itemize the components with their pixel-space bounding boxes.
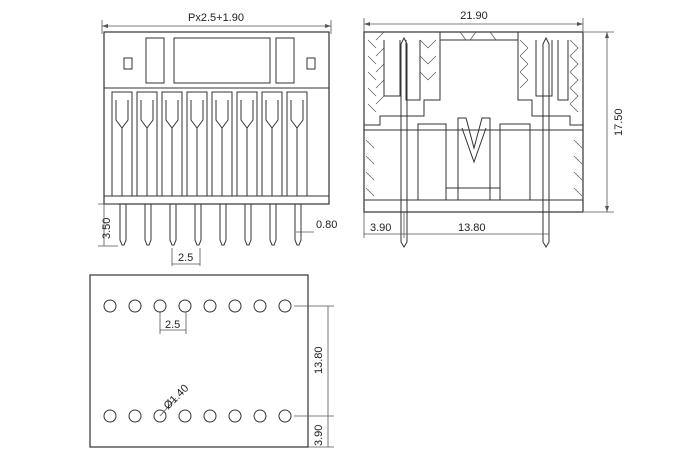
pin-left-outline	[400, 36, 408, 248]
side-width-label: 21.90	[460, 10, 488, 22]
front-contact	[215, 100, 229, 196]
front-pin-channel	[261, 91, 283, 196]
pcb-hole	[228, 299, 242, 313]
arrow-right	[577, 22, 583, 26]
pcb-hole	[128, 409, 142, 423]
front-contact	[265, 100, 279, 196]
side-pin-right	[542, 36, 550, 248]
pcb-edge-offset-label: 3.90	[313, 425, 325, 446]
front-pin-channel	[136, 91, 158, 196]
front-top-slot-left	[145, 37, 165, 84]
front-contact	[165, 100, 179, 196]
top-center-hatching	[459, 31, 497, 41]
front-contact	[190, 100, 204, 196]
right-hatching	[519, 39, 579, 113]
side-center-latch	[417, 117, 531, 200]
latch-tongue-inner	[461, 127, 487, 164]
front-pin	[194, 204, 202, 246]
pcb-hole	[103, 409, 117, 423]
front-latch-left	[123, 57, 133, 70]
latch-cavity-right-wall	[499, 123, 531, 200]
front-pin-channel	[236, 91, 258, 196]
front-pin	[294, 204, 302, 246]
pcb-hole	[103, 299, 117, 313]
front-pin-width-label: 0.80	[316, 219, 337, 231]
front-view: Px2.5+1.90 3.50 0.80 2.5	[98, 12, 337, 266]
front-contact	[240, 100, 254, 196]
side-height-label: 17.50	[613, 108, 625, 136]
front-pin	[144, 204, 152, 246]
right-section-outline	[517, 31, 583, 126]
pcb-hole	[228, 409, 242, 423]
pcb-hole	[128, 299, 142, 313]
side-body-outline	[363, 31, 584, 213]
latch-cavity-left-wall	[417, 123, 447, 200]
pcb-hole-diameter-label: Ø1.40	[162, 382, 192, 412]
front-top-window	[173, 37, 271, 84]
pcb-hole	[203, 409, 217, 423]
pcb-hole	[153, 299, 167, 313]
pcb-hole	[253, 299, 267, 313]
side-view: 21.90 17.50	[363, 10, 625, 248]
pcb-row-spacing-label: 13.80	[313, 346, 325, 374]
side-pin-left	[400, 36, 408, 248]
left-hatching	[367, 31, 437, 113]
side-offset-label: 3.90	[370, 222, 391, 234]
front-pin-channel	[111, 91, 133, 196]
pcb-hole	[178, 409, 192, 423]
front-pitch-label: 2.5	[178, 252, 193, 264]
front-body-outline	[103, 31, 330, 205]
front-pin-channel	[211, 91, 233, 196]
pcb-layout-view: 2.5 Ø1.40 13.80 3.90	[89, 274, 334, 448]
front-width-label: Px2.5+1.90	[188, 12, 244, 24]
front-pin-channels	[111, 91, 308, 196]
pcb-outline	[89, 274, 309, 448]
arrow-down	[605, 206, 609, 212]
front-pin	[269, 204, 277, 246]
front-pin-channel	[286, 91, 308, 196]
left-section-outline	[364, 31, 441, 126]
side-right-section	[517, 31, 583, 126]
right-inner-cavity-2	[557, 40, 569, 101]
left-inner-cavity-2	[405, 40, 421, 101]
left-inner-cavity	[383, 40, 401, 97]
arrow-left	[364, 22, 370, 26]
pcb-pitch-label: 2.5	[165, 319, 180, 331]
front-contact	[115, 100, 129, 196]
front-pin-channel	[186, 91, 208, 196]
front-contact	[290, 100, 304, 196]
arrow-up	[605, 32, 609, 38]
front-pin	[169, 204, 177, 246]
arrow-right	[325, 24, 331, 28]
latch-tongue	[457, 117, 491, 200]
front-pin-channel	[161, 91, 183, 196]
lower-hatching	[365, 139, 583, 197]
front-pins	[119, 204, 302, 246]
side-row-spacing-label: 13.80	[458, 222, 486, 234]
front-pin	[219, 204, 227, 246]
front-pin	[244, 204, 252, 246]
right-inner-cavity	[535, 40, 553, 97]
pcb-hole	[278, 299, 292, 313]
side-left-section	[364, 31, 441, 126]
arrow-left	[102, 24, 108, 28]
front-pin-height-label: 3.50	[101, 218, 113, 239]
front-top-slot-right	[275, 37, 295, 84]
front-pin	[119, 204, 127, 246]
pcb-hole	[278, 409, 292, 423]
pcb-hole	[178, 299, 192, 313]
top-center-cap	[439, 32, 519, 41]
front-contact	[140, 100, 154, 196]
pcb-hole	[203, 299, 217, 313]
pcb-hole	[253, 409, 267, 423]
front-latch-right	[306, 57, 316, 70]
pcb-holes	[103, 299, 292, 423]
hole-diameter-leader	[159, 397, 177, 417]
pin-right-outline	[542, 36, 550, 248]
